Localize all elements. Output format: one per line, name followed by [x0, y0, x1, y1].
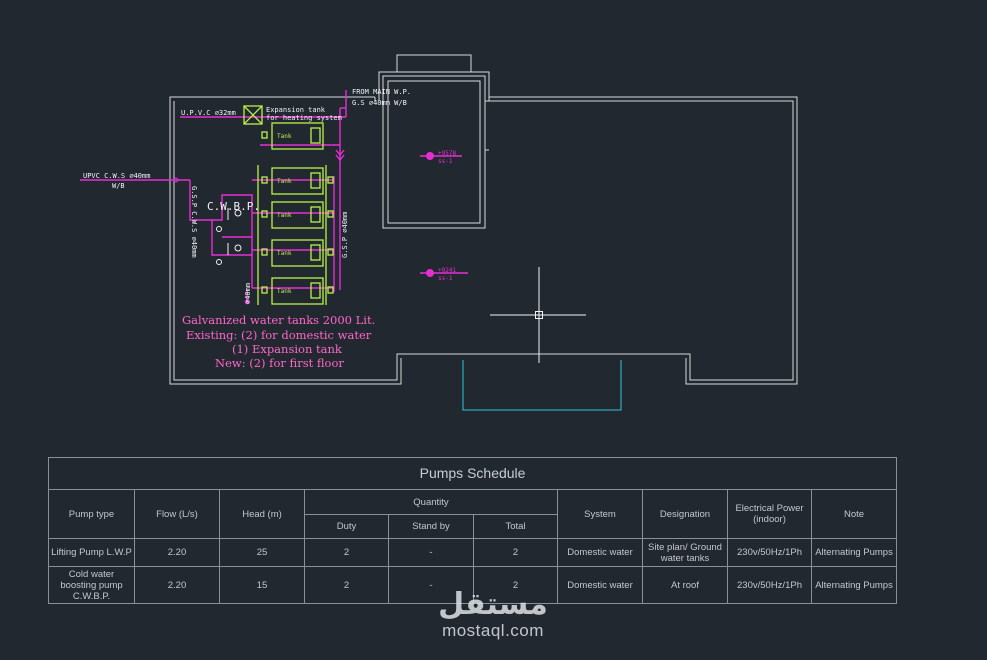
cell-flow: 2.20 — [134, 538, 220, 567]
pipe-left-sub: W/B — [112, 182, 125, 190]
pipe-arrow-marks — [173, 152, 434, 305]
tank-inner-labels: Tank Tank Tank Tank Tank — [277, 133, 292, 295]
gsp-right-label: G.S.P ∅40mm — [341, 212, 349, 258]
tank-4 — [271, 239, 324, 267]
mostaql-watermark: مستقل mostaql.com — [432, 588, 554, 640]
watermark-arabic: مستقل — [438, 587, 548, 622]
note-line-1: Galvanized water tanks 2000 Lit. — [182, 313, 375, 327]
header-total: Total — [473, 514, 558, 539]
cell-system: Domestic water — [557, 538, 643, 567]
cell-head: 15 — [219, 566, 305, 604]
cell-total: 2 — [473, 538, 558, 567]
note-line-3: (1) Expansion tank — [232, 342, 343, 356]
tank-1 — [271, 122, 324, 150]
schedule-title: Pumps Schedule — [47, 457, 898, 490]
header-standby: Stand by — [388, 514, 474, 539]
watermark-latin: mostaql.com — [442, 621, 544, 640]
cwbp-label: C.W.B.P. — [207, 200, 260, 213]
cell-system: Domestic water — [557, 566, 643, 604]
tank-notes: Galvanized water tanks 2000 Lit. Existin… — [182, 313, 375, 370]
expansion-label: Expansion tank — [266, 106, 326, 114]
cell-designation: Site plan/ Ground water tanks — [642, 538, 728, 567]
pumps-schedule-table: Pumps Schedule Pump type Flow (L/s) Head… — [47, 457, 898, 604]
level-marks: +9578 ss-1 +9241 ss-1 — [438, 150, 456, 282]
header-system: System — [557, 489, 643, 539]
from-main-label: FROM MAIN W.P. — [352, 88, 411, 96]
tank-2 — [271, 167, 324, 195]
level-2-value: +9241 — [438, 267, 456, 274]
note-line-2: Existing: (2) for domestic water — [186, 328, 372, 342]
boosting-pump-icons — [216, 208, 242, 265]
cell-pump-type: Cold water boosting pump C.W.B.P. — [48, 566, 135, 604]
header-power: Electrical Power (indoor) — [727, 489, 812, 539]
header-designation: Designation — [642, 489, 728, 539]
svg-text:Tank: Tank — [277, 133, 292, 140]
building-outline — [169, 54, 798, 385]
header-note: Note — [810, 489, 898, 539]
header-pump-type: Pump type — [48, 489, 135, 539]
svg-text:Tank: Tank — [277, 178, 292, 185]
table-row: Cold water boosting pump C.W.B.P. 2.20 1… — [48, 566, 898, 604]
pipe-left-label: UPVC C.W.S ∅40mm — [83, 172, 150, 180]
svg-text:Tank: Tank — [277, 288, 292, 295]
tank-3 — [271, 201, 324, 229]
cell-head: 25 — [219, 538, 305, 567]
note-line-4: New: (2) for first floor — [215, 356, 344, 370]
cell-power: 230v/50Hz/1Ph — [727, 566, 812, 604]
cell-standby: - — [388, 566, 474, 604]
cell-power: 230v/50Hz/1Ph — [727, 538, 812, 567]
cell-note: Alternating Pumps — [810, 566, 898, 604]
gsp-left-label: G.S.P C.W.S ∅40mm — [190, 186, 198, 258]
pipe-upvc-label: U.P.V.C ∅32mm — [181, 109, 236, 117]
cell-duty: 2 — [304, 566, 389, 604]
level-1-sub: ss-1 — [438, 158, 453, 165]
from-main-sub: G.S ∅40mm W/B — [352, 99, 407, 107]
cell-duty: 2 — [304, 538, 389, 567]
header-flow: Flow (L/s) — [134, 489, 220, 539]
cell-designation: At roof — [642, 566, 728, 604]
header-head: Head (m) — [219, 489, 305, 539]
cell-standby: - — [388, 538, 474, 567]
svg-text:Tank: Tank — [277, 212, 292, 219]
tank-5 — [271, 277, 324, 305]
header-quantity: Quantity — [304, 489, 558, 515]
lower-opening-outline — [462, 360, 622, 411]
svg-text:Tank: Tank — [277, 250, 292, 257]
expansion-tank-box — [243, 105, 263, 125]
cell-flow: 2.20 — [134, 566, 220, 604]
water-tanks — [243, 105, 334, 305]
crosshair-cursor-icon — [490, 267, 586, 363]
table-row: Lifting Pump L.W.P 2.20 25 2 - 2 Domesti… — [48, 538, 898, 567]
cell-note: Alternating Pumps — [810, 538, 898, 567]
expansion-sub: for heating system — [266, 114, 342, 122]
cell-total: 2 — [473, 566, 558, 604]
drawing-labels: UPVC C.W.S ∅40mm W/B U.P.V.C ∅32mm Expan… — [83, 88, 411, 304]
header-duty: Duty — [304, 514, 389, 539]
cell-pump-type: Lifting Pump L.W.P — [48, 538, 135, 567]
level-2-sub: ss-1 — [438, 275, 453, 282]
gsp-bottom-label: ∅40mm — [244, 283, 252, 304]
level-1-value: +9578 — [438, 150, 456, 157]
